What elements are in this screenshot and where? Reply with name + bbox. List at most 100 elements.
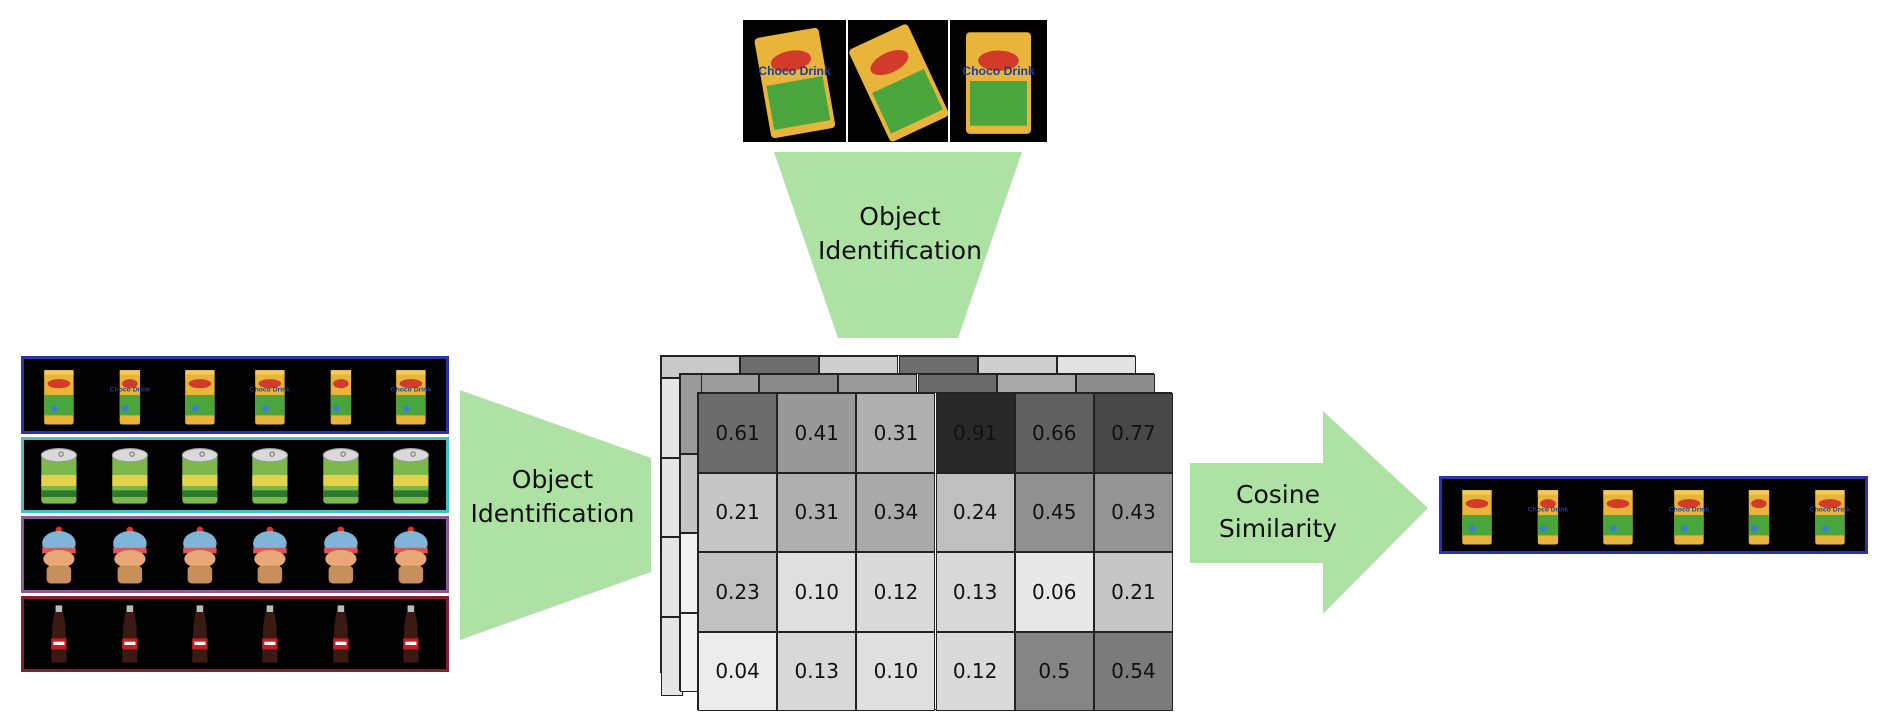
gallery-item xyxy=(24,519,94,590)
gallery-item xyxy=(1442,479,1513,551)
choco-drink-box-icon xyxy=(44,370,74,425)
toy-figure-icon xyxy=(253,526,287,584)
gallery-item: Choco Drink xyxy=(1513,479,1584,551)
choco-drink-box-icon xyxy=(1603,490,1633,545)
query-image-2 xyxy=(848,20,948,142)
gallery-item xyxy=(305,440,375,510)
matrix-cell: 0.12 xyxy=(935,631,1015,711)
gallery-row-choco-drink-box: Choco Drink Choco Drink xyxy=(21,356,449,434)
gallery-item xyxy=(24,599,94,669)
gallery-item xyxy=(24,359,94,431)
gallery-item: Choco Drink xyxy=(1654,479,1725,551)
matrix-cell: 0.06 xyxy=(1014,552,1094,632)
toy-figure-icon xyxy=(112,526,147,584)
matrix-cell: 0.13 xyxy=(935,552,1015,632)
top-funnel-trapezoid xyxy=(774,152,1022,338)
choco-drink-box-icon xyxy=(185,370,215,425)
matrix-cell: 0.10 xyxy=(777,552,857,632)
choco-drink-box-photo-icon: Choco Drink xyxy=(754,27,836,139)
gallery-item xyxy=(376,599,446,669)
matrix-cell: 0.12 xyxy=(856,552,936,632)
coke-bottle-icon xyxy=(121,605,138,663)
result-row-choco-drink-box: Choco Drink Choco Drink xyxy=(1439,476,1868,554)
choco-drink-box-photo-icon: Choco Drink xyxy=(962,32,1035,134)
choco-drink-box-icon: Choco Drink xyxy=(1528,490,1569,545)
gallery-item xyxy=(94,599,164,669)
product-print: Choco Drink xyxy=(1810,507,1851,514)
query-image-3: Choco Drink xyxy=(950,20,1047,142)
choco-drink-box-icon: Choco Drink xyxy=(391,370,432,425)
choco-drink-box-photo-icon xyxy=(849,24,948,142)
top-funnel-label-line1: Object xyxy=(859,202,941,231)
top-funnel-shape xyxy=(774,152,1022,338)
toy-figure-icon xyxy=(42,526,76,584)
choco-drink-box-icon: Choco Drink xyxy=(109,370,150,425)
gallery-item xyxy=(1583,479,1654,551)
matrix-cell: 0.77 xyxy=(1093,393,1173,473)
choco-drink-box-icon xyxy=(1462,490,1492,545)
gallery-item: Choco Drink xyxy=(1795,479,1866,551)
matrix-cell: 0.23 xyxy=(698,552,778,632)
gallery-item xyxy=(1724,479,1795,551)
product-print: Choco Drink xyxy=(391,387,432,394)
gallery-item xyxy=(235,440,305,510)
gallery-item xyxy=(165,440,235,510)
gallery-item xyxy=(235,599,305,669)
matrix-cell: 0.21 xyxy=(1093,552,1173,632)
coke-bottle-icon xyxy=(192,605,208,663)
gallery-item xyxy=(24,440,94,510)
cosine-arrow-label: Cosine Similarity xyxy=(1192,478,1364,546)
gallery-item xyxy=(94,440,164,510)
top-funnel-label-line2: Identification xyxy=(818,236,982,265)
matrix-cell: 0.31 xyxy=(856,393,936,473)
coke-bottle-icon xyxy=(51,605,67,663)
matrix-cell: 0.45 xyxy=(1014,472,1094,552)
gallery-item: Choco Drink xyxy=(376,359,446,431)
gallery-row-toy-figure xyxy=(21,516,449,593)
matrix-cell: 0.91 xyxy=(935,393,1015,473)
product-print: Choco Drink xyxy=(758,64,831,78)
corn-can-icon xyxy=(181,448,218,504)
matrix-cell: 0.21 xyxy=(698,472,778,552)
gallery-item xyxy=(165,359,235,431)
gallery-row-corn-can xyxy=(21,437,449,513)
toy-figure-icon xyxy=(183,526,217,584)
product-print: Choco Drink xyxy=(1528,507,1569,514)
choco-drink-box-icon xyxy=(1749,490,1770,545)
matrix-cell: 0.43 xyxy=(1093,472,1173,552)
product-print: Choco Drink xyxy=(250,387,291,394)
coke-bottle-icon xyxy=(332,605,349,663)
gallery-item xyxy=(376,519,446,590)
gallery-item xyxy=(94,519,164,590)
cosine-arrow-label-line2: Similarity xyxy=(1218,514,1338,543)
gallery-item xyxy=(376,440,446,510)
gallery-item xyxy=(235,519,305,590)
left-funnel-label: Object Identification xyxy=(455,463,650,531)
cosine-arrow-polygon xyxy=(1190,411,1428,614)
choco-drink-box-icon: Choco Drink xyxy=(1669,490,1709,545)
cosine-arrow-label-line1: Cosine xyxy=(1236,480,1320,509)
gallery-item xyxy=(305,359,375,431)
corn-can-icon xyxy=(392,448,429,504)
product-print: Choco Drink xyxy=(109,387,150,394)
matrix-cell: 0.5 xyxy=(1014,631,1094,711)
matrix-cell: 0.31 xyxy=(777,472,857,552)
toy-figure-icon xyxy=(394,526,428,584)
left-funnel-trapezoid xyxy=(460,390,651,640)
gallery-row-coke-bottle xyxy=(21,596,449,672)
gallery-item xyxy=(305,519,375,590)
choco-drink-box-icon: Choco Drink xyxy=(1810,490,1851,545)
matrix-cell: 0.54 xyxy=(1093,631,1173,711)
corn-can-icon xyxy=(322,448,359,504)
gallery-item xyxy=(305,599,375,669)
gallery-item xyxy=(165,519,235,590)
corn-can-icon xyxy=(41,448,78,504)
coke-bottle-icon xyxy=(403,605,419,663)
gallery-item: Choco Drink xyxy=(235,359,305,431)
toy-figure-icon xyxy=(323,526,358,584)
matrix-cell: 0.34 xyxy=(856,472,936,552)
corn-can-icon xyxy=(252,448,289,504)
product-print: Choco Drink xyxy=(962,64,1035,78)
coke-bottle-icon xyxy=(262,605,278,663)
